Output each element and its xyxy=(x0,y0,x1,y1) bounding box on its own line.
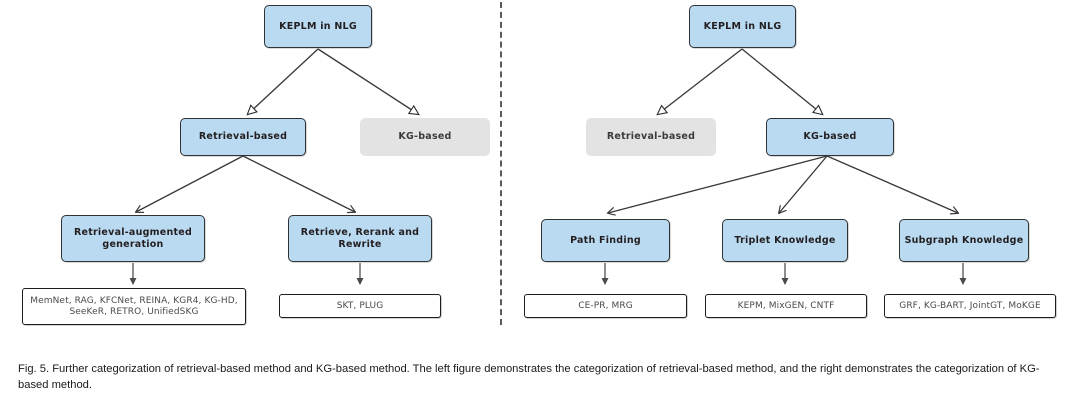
left-node-kg-based-dimmed[interactable]: KG-based xyxy=(360,118,490,156)
leaf-label: CE-PR, MRG xyxy=(578,300,633,311)
left-leaf-retrieval-augmented-methods[interactable]: MemNet, RAG, KFCNet, REINA, KGR4, KG-HD,… xyxy=(22,288,246,325)
right-leaf-path-finding-methods[interactable]: CE-PR, MRG xyxy=(524,294,687,318)
node-label: Retrieval-based xyxy=(606,131,696,143)
node-label: Triplet Knowledge xyxy=(734,234,836,246)
left-node-retrieval-augmented-generation[interactable]: Retrieval-augmented generation xyxy=(61,215,205,262)
figure-caption: Fig. 5. Further categorization of retrie… xyxy=(18,363,1040,391)
figure-diagram: KEPLM in NLG Retrieval-based KG-based Re… xyxy=(22,2,1056,325)
node-label: KEPLM in NLG xyxy=(703,20,782,32)
leaf-label: KEPM, MixGEN, CNTF xyxy=(737,300,835,311)
leaf-label: MemNet, RAG, KFCNet, REINA, KGR4, KG-HD,… xyxy=(30,295,238,317)
node-label: Subgraph Knowledge xyxy=(904,234,1024,246)
right-root-node[interactable]: KEPLM in NLG xyxy=(689,5,796,48)
left-node-retrieve-rerank-rewrite[interactable]: Retrieve, Rerank and Rewrite xyxy=(288,215,432,262)
node-label: KEPLM in NLG xyxy=(279,20,357,32)
right-leaf-subgraph-knowledge-methods[interactable]: GRF, KG-BART, JointGT, MoKGE xyxy=(884,294,1056,318)
node-label: KG-based xyxy=(803,131,857,143)
left-node-retrieval-based[interactable]: Retrieval-based xyxy=(180,118,306,156)
node-label: KG-based xyxy=(398,131,452,143)
node-label: Retrieve, Rerank and Rewrite xyxy=(300,227,420,250)
leaf-label: GRF, KG-BART, JointGT, MoKGE xyxy=(899,300,1041,311)
panel-divider xyxy=(500,2,502,325)
right-node-subgraph-knowledge[interactable]: Subgraph Knowledge xyxy=(899,219,1029,262)
left-root-node[interactable]: KEPLM in NLG xyxy=(264,5,372,48)
leaf-label: SKT, PLUG xyxy=(336,300,384,311)
right-node-triplet-knowledge[interactable]: Triplet Knowledge xyxy=(722,219,848,262)
right-node-path-finding[interactable]: Path Finding xyxy=(541,219,670,262)
right-node-kg-based[interactable]: KG-based xyxy=(766,118,894,156)
node-label: Path Finding xyxy=(570,234,641,246)
right-leaf-triplet-knowledge-methods[interactable]: KEPM, MixGEN, CNTF xyxy=(705,294,867,318)
left-leaf-rerank-rewrite-methods[interactable]: SKT, PLUG xyxy=(279,294,441,318)
node-label: Retrieval-based xyxy=(198,131,288,143)
node-label: Retrieval-augmented generation xyxy=(73,227,193,250)
right-node-retrieval-based-dimmed[interactable]: Retrieval-based xyxy=(586,118,716,156)
